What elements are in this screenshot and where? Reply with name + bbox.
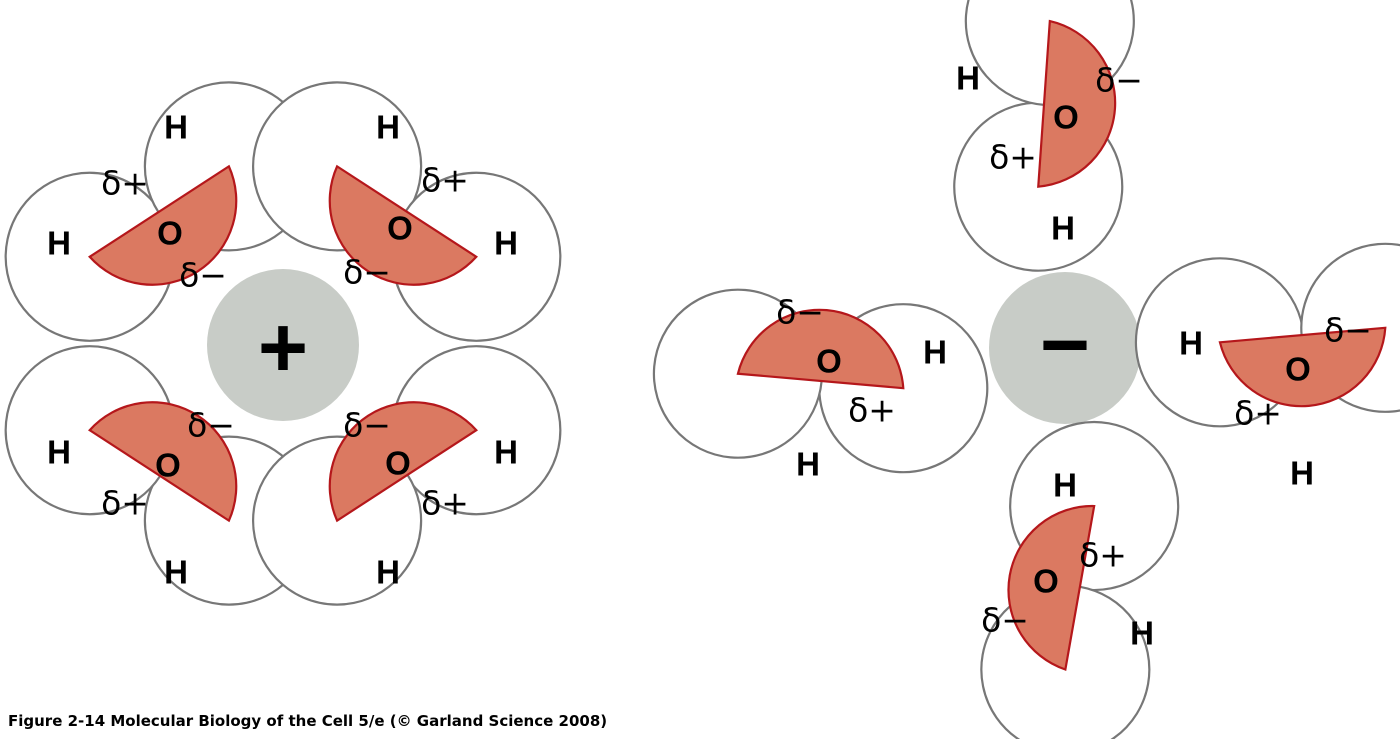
anion — [989, 272, 1141, 424]
hydrogen-label: H — [47, 225, 71, 262]
hydrogen-label: H — [494, 434, 518, 471]
anion-hydration-shell: − H H O δ+ δ− H H O δ+ δ− — [652, 0, 1400, 739]
partial-negative-label: δ− — [179, 256, 227, 295]
cation-sign: + — [258, 300, 308, 396]
partial-negative-label: δ− — [1324, 311, 1372, 350]
hydrogen-label: H — [1053, 467, 1077, 504]
partial-positive-label: δ+ — [989, 138, 1037, 177]
partial-positive-label: δ+ — [101, 164, 149, 203]
hydrogen-label: H — [1130, 615, 1154, 652]
partial-positive-label: δ+ — [1079, 536, 1127, 575]
partial-positive-label: δ+ — [101, 484, 149, 523]
oxygen-label: O — [816, 343, 842, 380]
partial-negative-label: δ− — [343, 253, 391, 292]
hydrogen-label: H — [1051, 210, 1075, 247]
oxygen-label: O — [1033, 563, 1059, 600]
hydrogen-label: H — [47, 434, 71, 471]
oxygen-label: O — [155, 447, 181, 484]
hydrogen-label: H — [1179, 325, 1203, 362]
water-molecule-left: H H O δ+ δ− — [652, 288, 989, 483]
partial-negative-label: δ− — [776, 293, 824, 332]
partial-positive-label: δ+ — [421, 161, 469, 200]
water-molecule-bottom-right: H H O δ+ δ− — [252, 345, 562, 606]
cation — [207, 269, 359, 421]
partial-negative-label: δ− — [343, 406, 391, 445]
hydrogen-label: H — [796, 446, 820, 483]
anion-sign: − — [1040, 297, 1090, 393]
water-molecule-bottom: H H O δ+ δ− — [980, 420, 1180, 739]
partial-negative-label: δ− — [1095, 61, 1143, 100]
water-molecule-right: H H O δ+ δ− — [1134, 242, 1400, 492]
water-molecule-top: H H O δ+ δ− — [953, 0, 1143, 272]
water-molecule-top-right: H H O δ+ δ− — [252, 81, 562, 342]
oxygen-label: O — [157, 215, 183, 252]
partial-negative-label: δ− — [981, 601, 1029, 640]
oxygen-label: O — [387, 210, 413, 247]
hydrogen-label: H — [494, 225, 518, 262]
oxygen-label: O — [1285, 351, 1311, 388]
partial-positive-label: δ+ — [421, 484, 469, 523]
hydrogen-label: H — [956, 60, 980, 97]
hydrogen-label: H — [923, 334, 947, 371]
oxygen-label: O — [1053, 99, 1079, 136]
partial-positive-label: δ+ — [1234, 394, 1282, 433]
cation-hydration-shell: + H H O δ+ δ− H H O δ+ δ− — [4, 81, 562, 606]
oxygen-label: O — [385, 445, 411, 482]
partial-positive-label: δ+ — [848, 391, 896, 430]
partial-negative-label: δ− — [187, 406, 235, 445]
hydrogen-label: H — [1290, 455, 1314, 492]
hydrogen-label: H — [164, 109, 188, 146]
hydrogen-label: H — [376, 554, 400, 591]
hydrogen-label: H — [164, 554, 188, 591]
figure-caption: Figure 2-14 Molecular Biology of the Cel… — [8, 712, 608, 730]
hydrogen-label: H — [376, 109, 400, 146]
